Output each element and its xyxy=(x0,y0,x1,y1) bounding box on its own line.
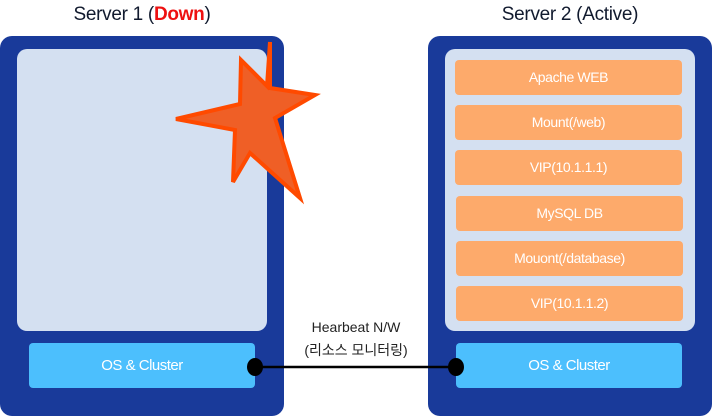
heartbeat-label-line1: Hearbeat N/W xyxy=(311,319,401,335)
server2-os-cluster: OS & Cluster xyxy=(456,343,682,388)
server1-status-down: Down xyxy=(153,4,205,25)
server1-os-cluster: OS & Cluster xyxy=(29,343,255,388)
service-apache-web: Apache WEB xyxy=(455,60,682,95)
service-vip-1: VIP(10.1.1.1) xyxy=(455,150,682,185)
server1-title-suffix: ) xyxy=(204,4,211,25)
service-mysql-db: MySQL DB xyxy=(456,196,683,231)
server1-resource-area xyxy=(17,49,267,331)
server2-resource-area: Apache WEB Mount(/web) VIP(10.1.1.1) MyS… xyxy=(445,49,695,331)
server1-panel: OS & Cluster xyxy=(0,36,284,416)
server1-title-prefix: Server 1 ( xyxy=(73,4,155,25)
heartbeat-label-line2: (리소스 모니터링) xyxy=(304,342,408,358)
server2-panel: Apache WEB Mount(/web) VIP(10.1.1.1) MyS… xyxy=(428,36,712,416)
failure-star-icon xyxy=(175,41,321,205)
server2-title: Server 2 (Active) xyxy=(501,4,639,25)
heartbeat-endpoint-server1 xyxy=(247,358,263,376)
service-mount-web: Mount(/web) xyxy=(455,105,682,140)
service-mount-database: Mouont(/database) xyxy=(456,241,683,276)
service-vip-2: VIP(10.1.1.2) xyxy=(456,286,683,321)
heartbeat-endpoint-server2 xyxy=(448,358,464,376)
server1-title: Server 1 (Down) xyxy=(0,2,284,28)
